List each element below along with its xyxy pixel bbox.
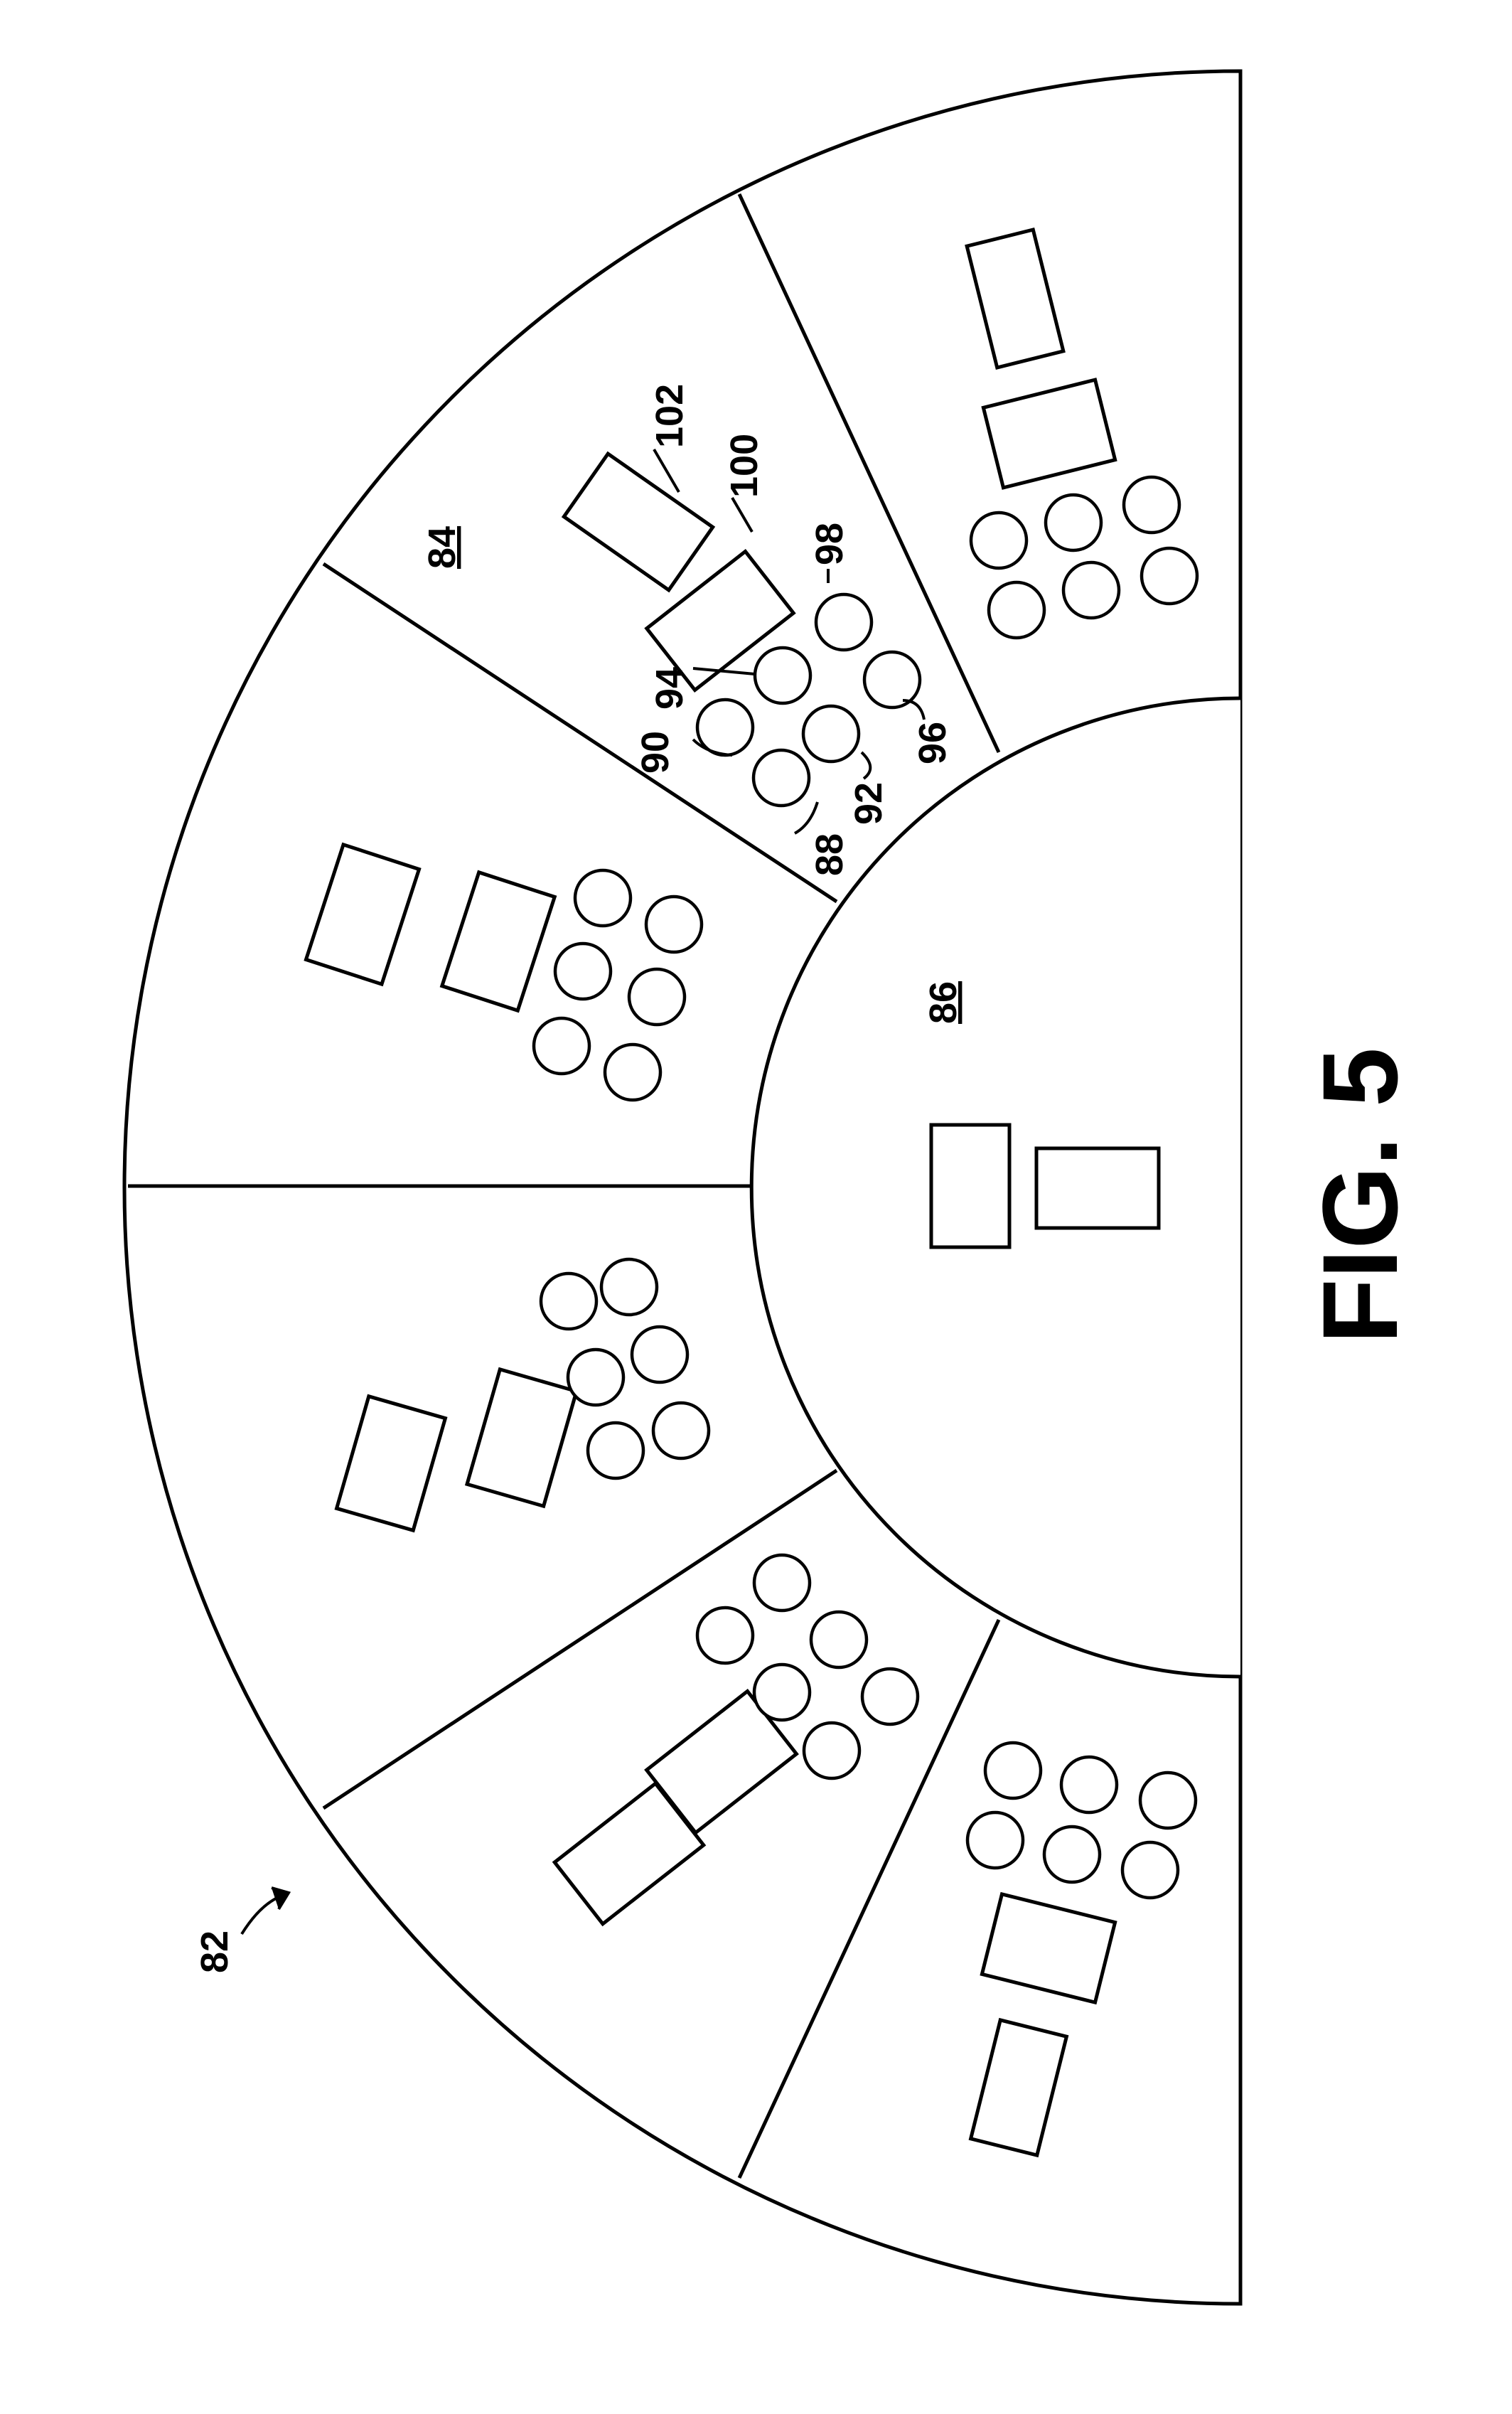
chip bbox=[601, 1259, 657, 1315]
chip bbox=[811, 1612, 867, 1667]
chip bbox=[697, 700, 753, 755]
label-player-station: 84 bbox=[421, 526, 463, 569]
chip bbox=[754, 750, 809, 806]
label-chip-92: 92 bbox=[847, 782, 890, 825]
chip bbox=[804, 1723, 859, 1778]
chip bbox=[971, 513, 1026, 568]
label-table: 82 bbox=[193, 1930, 236, 1973]
chip bbox=[803, 706, 859, 762]
label-card-102: 102 bbox=[648, 384, 691, 448]
dealer-card bbox=[931, 1125, 1009, 1247]
chip bbox=[646, 897, 702, 952]
chip bbox=[864, 652, 920, 707]
label-chip-96: 96 bbox=[911, 722, 954, 764]
chip bbox=[555, 944, 611, 999]
label-chip-90: 90 bbox=[634, 731, 677, 774]
chip bbox=[1124, 477, 1179, 533]
label-chip-98: 98 bbox=[808, 523, 851, 565]
chip bbox=[1122, 1842, 1178, 1898]
chip bbox=[629, 969, 685, 1025]
chip bbox=[1140, 1773, 1196, 1828]
chip bbox=[1046, 495, 1101, 550]
chip bbox=[541, 1273, 596, 1329]
chip bbox=[755, 648, 810, 703]
chip bbox=[816, 594, 872, 650]
dealer-card bbox=[1036, 1148, 1159, 1228]
chip bbox=[605, 1045, 660, 1100]
chip bbox=[985, 1743, 1041, 1798]
chip bbox=[967, 1812, 1023, 1868]
label-card-100: 100 bbox=[723, 434, 766, 498]
chip bbox=[1044, 1827, 1100, 1882]
chip bbox=[754, 1665, 810, 1720]
chip bbox=[989, 582, 1044, 638]
chip bbox=[697, 1608, 753, 1663]
chip bbox=[1063, 562, 1119, 618]
chip bbox=[1061, 1757, 1117, 1812]
chip bbox=[1142, 548, 1197, 604]
chip bbox=[862, 1669, 918, 1724]
label-dealer-area: 86 bbox=[922, 981, 965, 1024]
chip bbox=[575, 870, 631, 926]
label-chip-94: 94 bbox=[648, 667, 691, 710]
figure-caption: FIG. 5 bbox=[1300, 1047, 1420, 1344]
chip bbox=[754, 1555, 810, 1611]
chip bbox=[534, 1018, 589, 1074]
chip bbox=[632, 1327, 687, 1382]
chip bbox=[568, 1350, 623, 1405]
chip bbox=[653, 1403, 709, 1458]
chip bbox=[588, 1423, 643, 1478]
label-chip-88: 88 bbox=[808, 833, 851, 876]
